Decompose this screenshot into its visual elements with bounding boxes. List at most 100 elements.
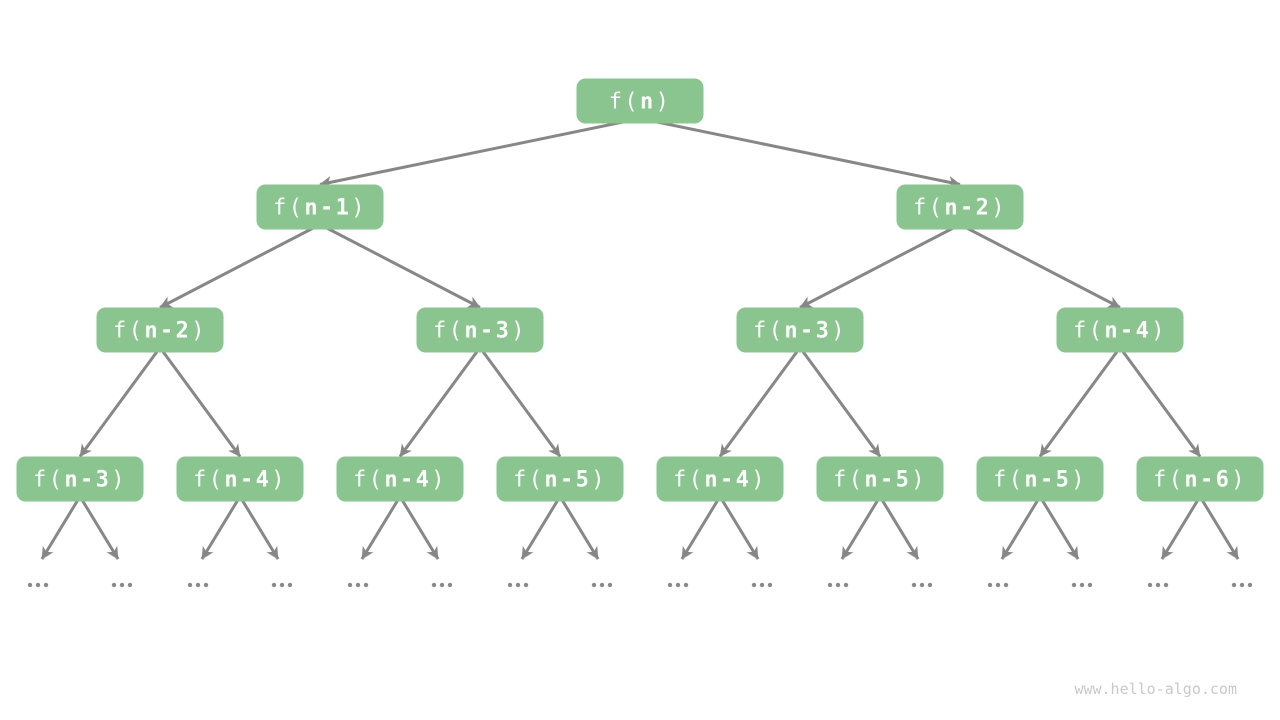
- tree-node-label: f(n-2): [913, 196, 1007, 221]
- tree-nodes: f(n) f(n-1) f(n-2) f(n-2) f(n-3) f(n-3) f(n-4)…: [16, 78, 1264, 502]
- ellipsis-dot: [111, 582, 117, 588]
- leaf-ellipsis: [667, 582, 689, 588]
- tree-node-label: f(n-4): [1073, 319, 1167, 344]
- tree-node-label: f(n-2): [113, 319, 207, 344]
- tree-node-box: [1136, 456, 1264, 502]
- tree-node-label: f(n-5): [833, 468, 927, 493]
- tree-node-label: f(n-1): [273, 196, 367, 221]
- tree-node-label: f(n-4): [193, 468, 287, 493]
- ellipsis-dot: [751, 582, 757, 588]
- tree-node: f(n-6): [1136, 456, 1264, 502]
- ellipsis-dot: [767, 582, 773, 588]
- tree-node-box: [576, 78, 704, 124]
- edge-arrow: [78, 346, 162, 458]
- tree-node-box: [656, 456, 784, 502]
- edge-arrow: [159, 223, 321, 309]
- edge-arrow: [158, 346, 242, 458]
- ellipsis-dot: [591, 582, 597, 588]
- ellipsis-dot: [1003, 582, 1009, 588]
- edge-arrow: [718, 495, 760, 560]
- leaf-ellipsis: [1071, 582, 1093, 588]
- tree-node: f(n): [576, 78, 704, 124]
- edge-arrow: [1198, 495, 1240, 560]
- leaf-ellipsis: [187, 582, 209, 588]
- ellipsis-dot: [271, 582, 277, 588]
- leaf-ellipsis: [591, 582, 613, 588]
- ellipsis-dot: [1239, 582, 1245, 588]
- edge-arrow: [799, 223, 961, 309]
- ellipsis-dot: [439, 582, 445, 588]
- ellipsis-dot: [1247, 582, 1253, 588]
- edge-arrow: [1038, 346, 1122, 458]
- tree-node-box: [416, 307, 544, 353]
- ellipsis-dot: [515, 582, 521, 588]
- edge-arrow: [398, 346, 482, 458]
- tree-node: f(n-5): [976, 456, 1104, 502]
- tree-node-box: [816, 456, 944, 502]
- edge-arrow: [398, 495, 440, 560]
- ellipsis-dot: [187, 582, 193, 588]
- ellipsis-dot: [523, 582, 529, 588]
- edge-arrow: [798, 346, 882, 458]
- ellipsis-dot: [279, 582, 285, 588]
- ellipsis-dot: [987, 582, 993, 588]
- edge-arrow: [78, 495, 120, 560]
- ellipsis-dot: [507, 582, 513, 588]
- leaf-ellipsis: [431, 582, 453, 588]
- ellipsis-dot: [1155, 582, 1161, 588]
- ellipsis-dot: [1071, 582, 1077, 588]
- tree-node-label: f(n-4): [673, 468, 767, 493]
- ellipsis-dot: [1079, 582, 1085, 588]
- tree-node-label: f(n-5): [513, 468, 607, 493]
- ellipsis-dot: [195, 582, 201, 588]
- leaf-ellipsis: [827, 582, 849, 588]
- ellipsis-dot: [843, 582, 849, 588]
- ellipsis-dot: [119, 582, 125, 588]
- edge-arrow: [1118, 346, 1202, 458]
- tree-node-label: f(n-3): [753, 319, 847, 344]
- tree-node-box: [96, 307, 224, 353]
- ellipsis-dot: [827, 582, 833, 588]
- leaf-ellipsis: [751, 582, 773, 588]
- tree-node: f(n-2): [96, 307, 224, 353]
- edge-arrow: [319, 117, 641, 189]
- tree-node: f(n-2): [896, 184, 1024, 230]
- leaf-ellipses: [27, 582, 1253, 588]
- edge-arrow: [1038, 495, 1080, 560]
- tree-node-box: [496, 456, 624, 502]
- edge-arrow: [478, 346, 562, 458]
- edge-arrow: [840, 495, 882, 560]
- edge-arrow: [1000, 495, 1042, 560]
- ellipsis-dot: [667, 582, 673, 588]
- tree-node: f(n-4): [336, 456, 464, 502]
- tree-node: f(n-5): [816, 456, 944, 502]
- tree-node: f(n-3): [16, 456, 144, 502]
- leaf-ellipsis: [111, 582, 133, 588]
- tree-node-label: f(n-6): [1153, 468, 1247, 493]
- edge-arrow: [639, 117, 961, 189]
- edge-arrow: [360, 495, 402, 560]
- tree-node-box: [896, 184, 1024, 230]
- tree-node-box: [1056, 307, 1184, 353]
- ellipsis-dot: [287, 582, 293, 588]
- ellipsis-dot: [363, 582, 369, 588]
- ellipsis-dot: [759, 582, 765, 588]
- ellipsis-dot: [911, 582, 917, 588]
- ellipsis-dot: [27, 582, 33, 588]
- ellipsis-dot: [447, 582, 453, 588]
- ellipsis-dot: [127, 582, 133, 588]
- ellipsis-dot: [927, 582, 933, 588]
- ellipsis-dot: [1087, 582, 1093, 588]
- tree-node-label: f(n-3): [433, 319, 527, 344]
- tree-node-box: [176, 456, 304, 502]
- leaf-ellipsis: [27, 582, 49, 588]
- edge-arrow: [558, 495, 600, 560]
- leaf-ellipsis: [987, 582, 1009, 588]
- ellipsis-dot: [607, 582, 613, 588]
- edge-arrow: [520, 495, 562, 560]
- tree-edges: [40, 117, 1240, 560]
- leaf-ellipsis: [347, 582, 369, 588]
- leaf-ellipsis: [271, 582, 293, 588]
- tree-node-box: [336, 456, 464, 502]
